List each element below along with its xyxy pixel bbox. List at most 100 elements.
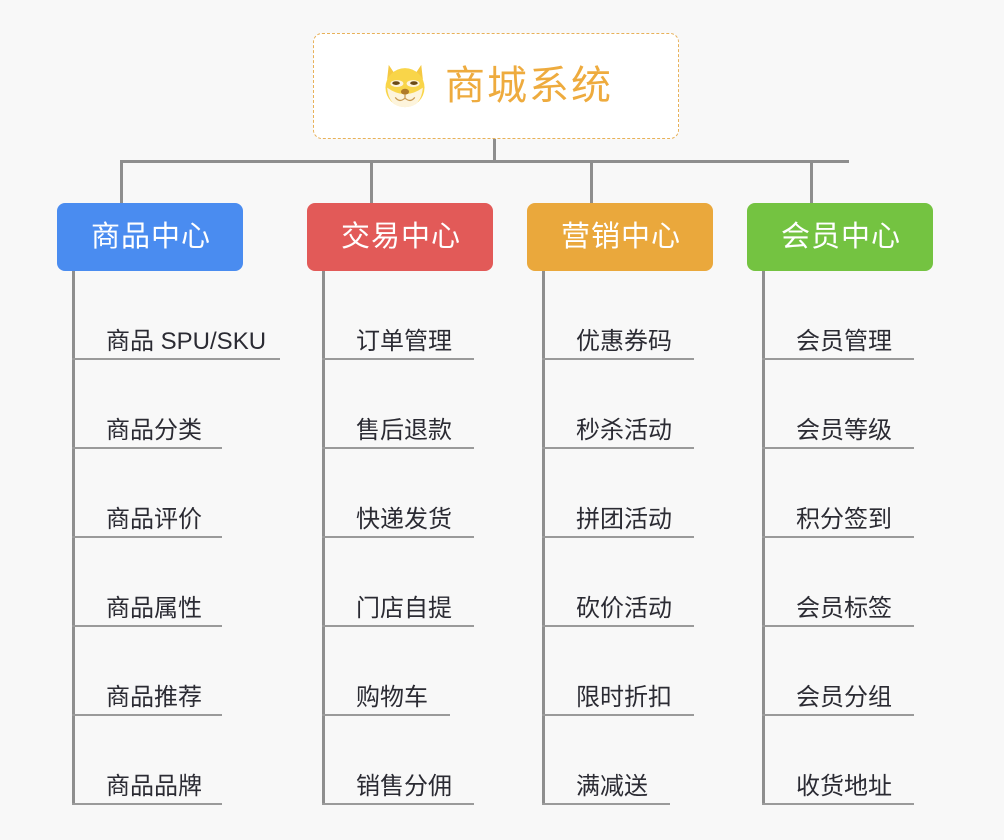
trunk-line-1 <box>72 271 75 805</box>
leaf-item[interactable]: 拼团活动 <box>527 449 713 538</box>
category-column-1: 商品中心商品 SPU/SKU 商品分类商品评价商品属性商品推荐商品品牌 <box>57 203 280 805</box>
leaf-underline <box>542 625 694 627</box>
leaf-item-label: 快递发货 <box>356 506 452 533</box>
leaf-item[interactable]: 门店自提 <box>307 538 493 627</box>
leaf-underline <box>72 803 222 805</box>
leaf-item[interactable]: 优惠券码 <box>527 271 713 360</box>
leaf-item[interactable]: 商品推荐 <box>57 627 243 716</box>
trunk-line-2 <box>322 271 325 805</box>
leaf-item[interactable]: 商品属性 <box>57 538 243 627</box>
leaf-underline <box>322 714 450 716</box>
leaf-item-label: 会员分组 <box>796 684 892 711</box>
leaf-underline <box>542 447 694 449</box>
leaf-item[interactable]: 商品 SPU/SKU <box>57 271 280 360</box>
trunk-line-3 <box>542 271 545 805</box>
leaf-underline <box>762 447 914 449</box>
leaf-item-label: 售后退款 <box>356 417 452 444</box>
leaf-underline <box>762 358 914 360</box>
category-label: 交易中心 <box>341 220 462 253</box>
leaf-item[interactable]: 销售分佣 <box>307 716 493 805</box>
leaf-underline <box>542 536 694 538</box>
leaf-underline <box>72 358 280 360</box>
category-box-4[interactable]: 会员中心 <box>747 203 933 271</box>
trunk-line-4 <box>762 271 765 805</box>
category-label: 商品中心 <box>91 220 212 253</box>
category-box-1[interactable]: 商品中心 <box>57 203 243 271</box>
leaf-underline <box>72 536 222 538</box>
category-column-2: 交易中心订单管理售后退款快递发货门店自提购物车销售分佣 <box>307 203 493 805</box>
leaf-item[interactable]: 秒杀活动 <box>527 360 713 449</box>
leaf-underline <box>542 714 694 716</box>
leaf-item-label: 商品推荐 <box>106 684 202 711</box>
leaf-item[interactable]: 会员等级 <box>747 360 933 449</box>
leaf-item-label: 会员管理 <box>796 328 892 355</box>
leaf-underline <box>322 803 474 805</box>
leaf-underline <box>322 447 474 449</box>
leaf-underline <box>72 447 222 449</box>
leaf-item[interactable]: 商品评价 <box>57 449 243 538</box>
leaf-item-label: 商品分类 <box>106 417 202 444</box>
leaf-item-label: 订单管理 <box>356 328 452 355</box>
leaf-underline <box>762 536 914 538</box>
leaf-list-3: 优惠券码秒杀活动拼团活动砍价活动限时折扣满减送 <box>527 271 713 805</box>
leaf-item[interactable]: 购物车 <box>307 627 493 716</box>
leaf-item[interactable]: 售后退款 <box>307 360 493 449</box>
connector-drop-1 <box>120 160 123 203</box>
leaf-underline <box>322 625 474 627</box>
category-label: 营销中心 <box>561 220 682 253</box>
leaf-item-label: 商品品牌 <box>106 773 202 800</box>
leaf-item[interactable]: 会员标签 <box>747 538 933 627</box>
leaf-item-label: 限时折扣 <box>576 684 672 711</box>
leaf-item[interactable]: 限时折扣 <box>527 627 713 716</box>
leaf-item-label: 会员等级 <box>796 417 892 444</box>
leaf-underline <box>72 625 222 627</box>
leaf-item-label: 商品评价 <box>106 506 202 533</box>
leaf-item[interactable]: 快递发货 <box>307 449 493 538</box>
root-node-content: 商城系统 <box>379 60 613 112</box>
category-box-2[interactable]: 交易中心 <box>307 203 493 271</box>
connector-root-vertical <box>493 139 496 162</box>
leaf-item-label: 拼团活动 <box>576 506 672 533</box>
leaf-item-label: 优惠券码 <box>576 328 672 355</box>
connector-drop-4 <box>810 160 813 203</box>
connector-horizontal-bus <box>121 160 849 163</box>
leaf-item-label: 会员标签 <box>796 595 892 622</box>
leaf-item[interactable]: 商品品牌 <box>57 716 243 805</box>
leaf-underline <box>762 803 914 805</box>
leaf-item-label: 门店自提 <box>356 595 452 622</box>
category-column-3: 营销中心优惠券码秒杀活动拼团活动砍价活动限时折扣满减送 <box>527 203 713 805</box>
root-node[interactable]: 商城系统 <box>313 33 679 139</box>
leaf-item-label: 收货地址 <box>796 773 892 800</box>
leaf-item-label: 商品 SPU/SKU <box>106 328 267 355</box>
leaf-item-label: 销售分佣 <box>356 773 452 800</box>
category-box-3[interactable]: 营销中心 <box>527 203 713 271</box>
leaf-item[interactable]: 会员管理 <box>747 271 933 360</box>
connector-drop-3 <box>590 160 593 203</box>
leaf-item-label: 砍价活动 <box>576 595 672 622</box>
leaf-item-label: 积分签到 <box>796 506 892 533</box>
leaf-item[interactable]: 砍价活动 <box>527 538 713 627</box>
leaf-item[interactable]: 商品分类 <box>57 360 243 449</box>
leaf-item-label: 购物车 <box>356 684 428 711</box>
leaf-item-label: 满减送 <box>576 773 648 800</box>
leaf-item[interactable]: 收货地址 <box>747 716 933 805</box>
leaf-item[interactable]: 订单管理 <box>307 271 493 360</box>
leaf-item[interactable]: 积分签到 <box>747 449 933 538</box>
leaf-list-1: 商品 SPU/SKU 商品分类商品评价商品属性商品推荐商品品牌 <box>57 271 280 805</box>
leaf-item-label: 秒杀活动 <box>576 417 672 444</box>
leaf-list-4: 会员管理会员等级积分签到会员标签会员分组收货地址 <box>747 271 933 805</box>
leaf-underline <box>322 536 474 538</box>
leaf-item[interactable]: 会员分组 <box>747 627 933 716</box>
dog-face-icon <box>385 64 425 109</box>
leaf-list-2: 订单管理售后退款快递发货门店自提购物车销售分佣 <box>307 271 493 805</box>
root-node-label: 商城系统 <box>445 64 613 108</box>
leaf-underline <box>762 625 914 627</box>
leaf-underline <box>322 358 474 360</box>
leaf-item-label: 商品属性 <box>106 595 202 622</box>
leaf-underline <box>762 714 914 716</box>
leaf-underline <box>72 714 222 716</box>
leaf-item[interactable]: 满减送 <box>527 716 713 805</box>
category-label: 会员中心 <box>781 220 902 253</box>
leaf-underline <box>542 358 694 360</box>
